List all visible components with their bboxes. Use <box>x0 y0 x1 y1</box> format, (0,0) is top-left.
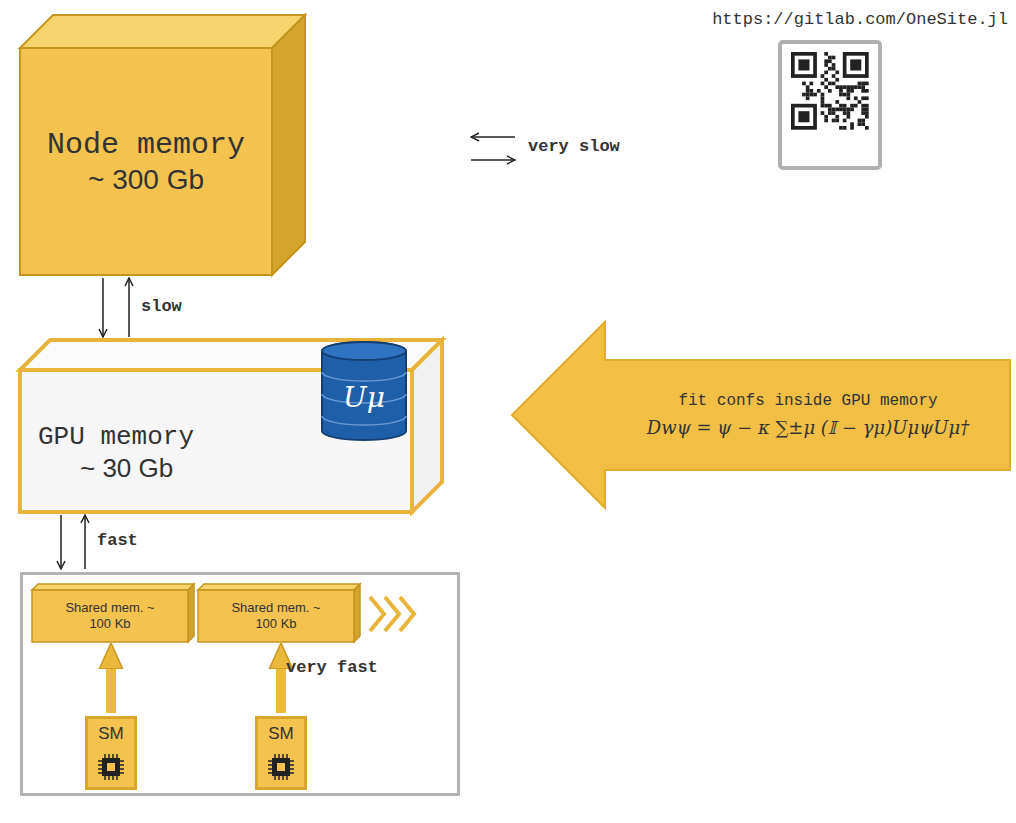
sm-box: SM <box>255 716 307 790</box>
node-title: SM <box>98 724 124 744</box>
node-title: SM <box>268 724 294 744</box>
transfer-arrow <box>111 656 112 713</box>
text-area: Node memory~ 300 Gb <box>20 48 272 275</box>
text-area: SM <box>85 720 137 748</box>
node-detail: ~ 30 Gb <box>80 453 173 484</box>
callout-arrow-outline <box>510 320 1010 510</box>
node-detail: Dwψ = ψ − κ ∑±μ (𝕀 − γμ)UμψUμ† <box>647 417 969 439</box>
node-title: Node memory <box>47 127 245 163</box>
connector-line <box>276 656 286 713</box>
bandwidth-arrow <box>103 278 129 337</box>
node-title: GPU memory <box>38 422 194 453</box>
very-slow-arrows <box>471 137 515 160</box>
node-title: very fast <box>286 658 378 678</box>
sm-box: SM <box>85 716 137 790</box>
shared-memory-box: Shared mem. ~ 100 Kb <box>198 584 360 642</box>
chip-icon <box>98 754 124 780</box>
text-area: Shared mem. ~ 100 Kb <box>198 590 354 642</box>
connector-line <box>102 278 104 337</box>
shared-memory-box: Shared mem. ~ 100 Kb <box>32 584 194 642</box>
node-memory-box: Node memory~ 300 Gb <box>20 15 305 275</box>
gpu-memory-box: GPU memory~ 30 Gb Uμ <box>20 340 442 512</box>
text-area: Uμ <box>322 358 406 438</box>
callout-arrow: fit confs inside GPU memoryDwψ = ψ − κ ∑… <box>510 320 1010 510</box>
text-area: GPU memory~ 30 Gb <box>38 398 328 508</box>
text-area: fit confs inside GPU memoryDwψ = ψ − κ ∑… <box>610 362 1006 468</box>
connector-line <box>84 515 86 569</box>
text-area: SM <box>255 720 307 748</box>
gpu-chip-panel: very fast Shared mem. ~ 100 Kb Shared mem.… <box>20 572 460 796</box>
qr-code <box>780 42 880 168</box>
bandwidth-label: very slow <box>528 137 620 156</box>
text-area: Shared mem. ~ 100 Kb <box>32 590 188 642</box>
connector-line <box>128 278 130 337</box>
node-title: Shared mem. ~ 100 Kb <box>230 600 322 631</box>
chevrons <box>370 597 414 631</box>
bandwidth-arrow <box>61 515 85 569</box>
connector-line <box>60 515 62 569</box>
edge-label: slow <box>141 297 182 316</box>
node-title: Uμ <box>343 381 385 415</box>
config-cylinder: Uμ <box>322 342 406 440</box>
connector-line <box>106 656 116 713</box>
node-detail: ~ 300 Gb <box>88 163 204 197</box>
node-title: fit confs inside GPU memory <box>678 392 937 411</box>
text-area: very fast <box>286 654 446 682</box>
repository-url: https://gitlab.com/OneSite.jl <box>712 10 1008 29</box>
node-title: Shared mem. ~ 100 Kb <box>64 600 156 631</box>
edge-label: fast <box>97 531 138 550</box>
transfer-arrow <box>281 656 282 713</box>
chip-icon <box>268 754 294 780</box>
